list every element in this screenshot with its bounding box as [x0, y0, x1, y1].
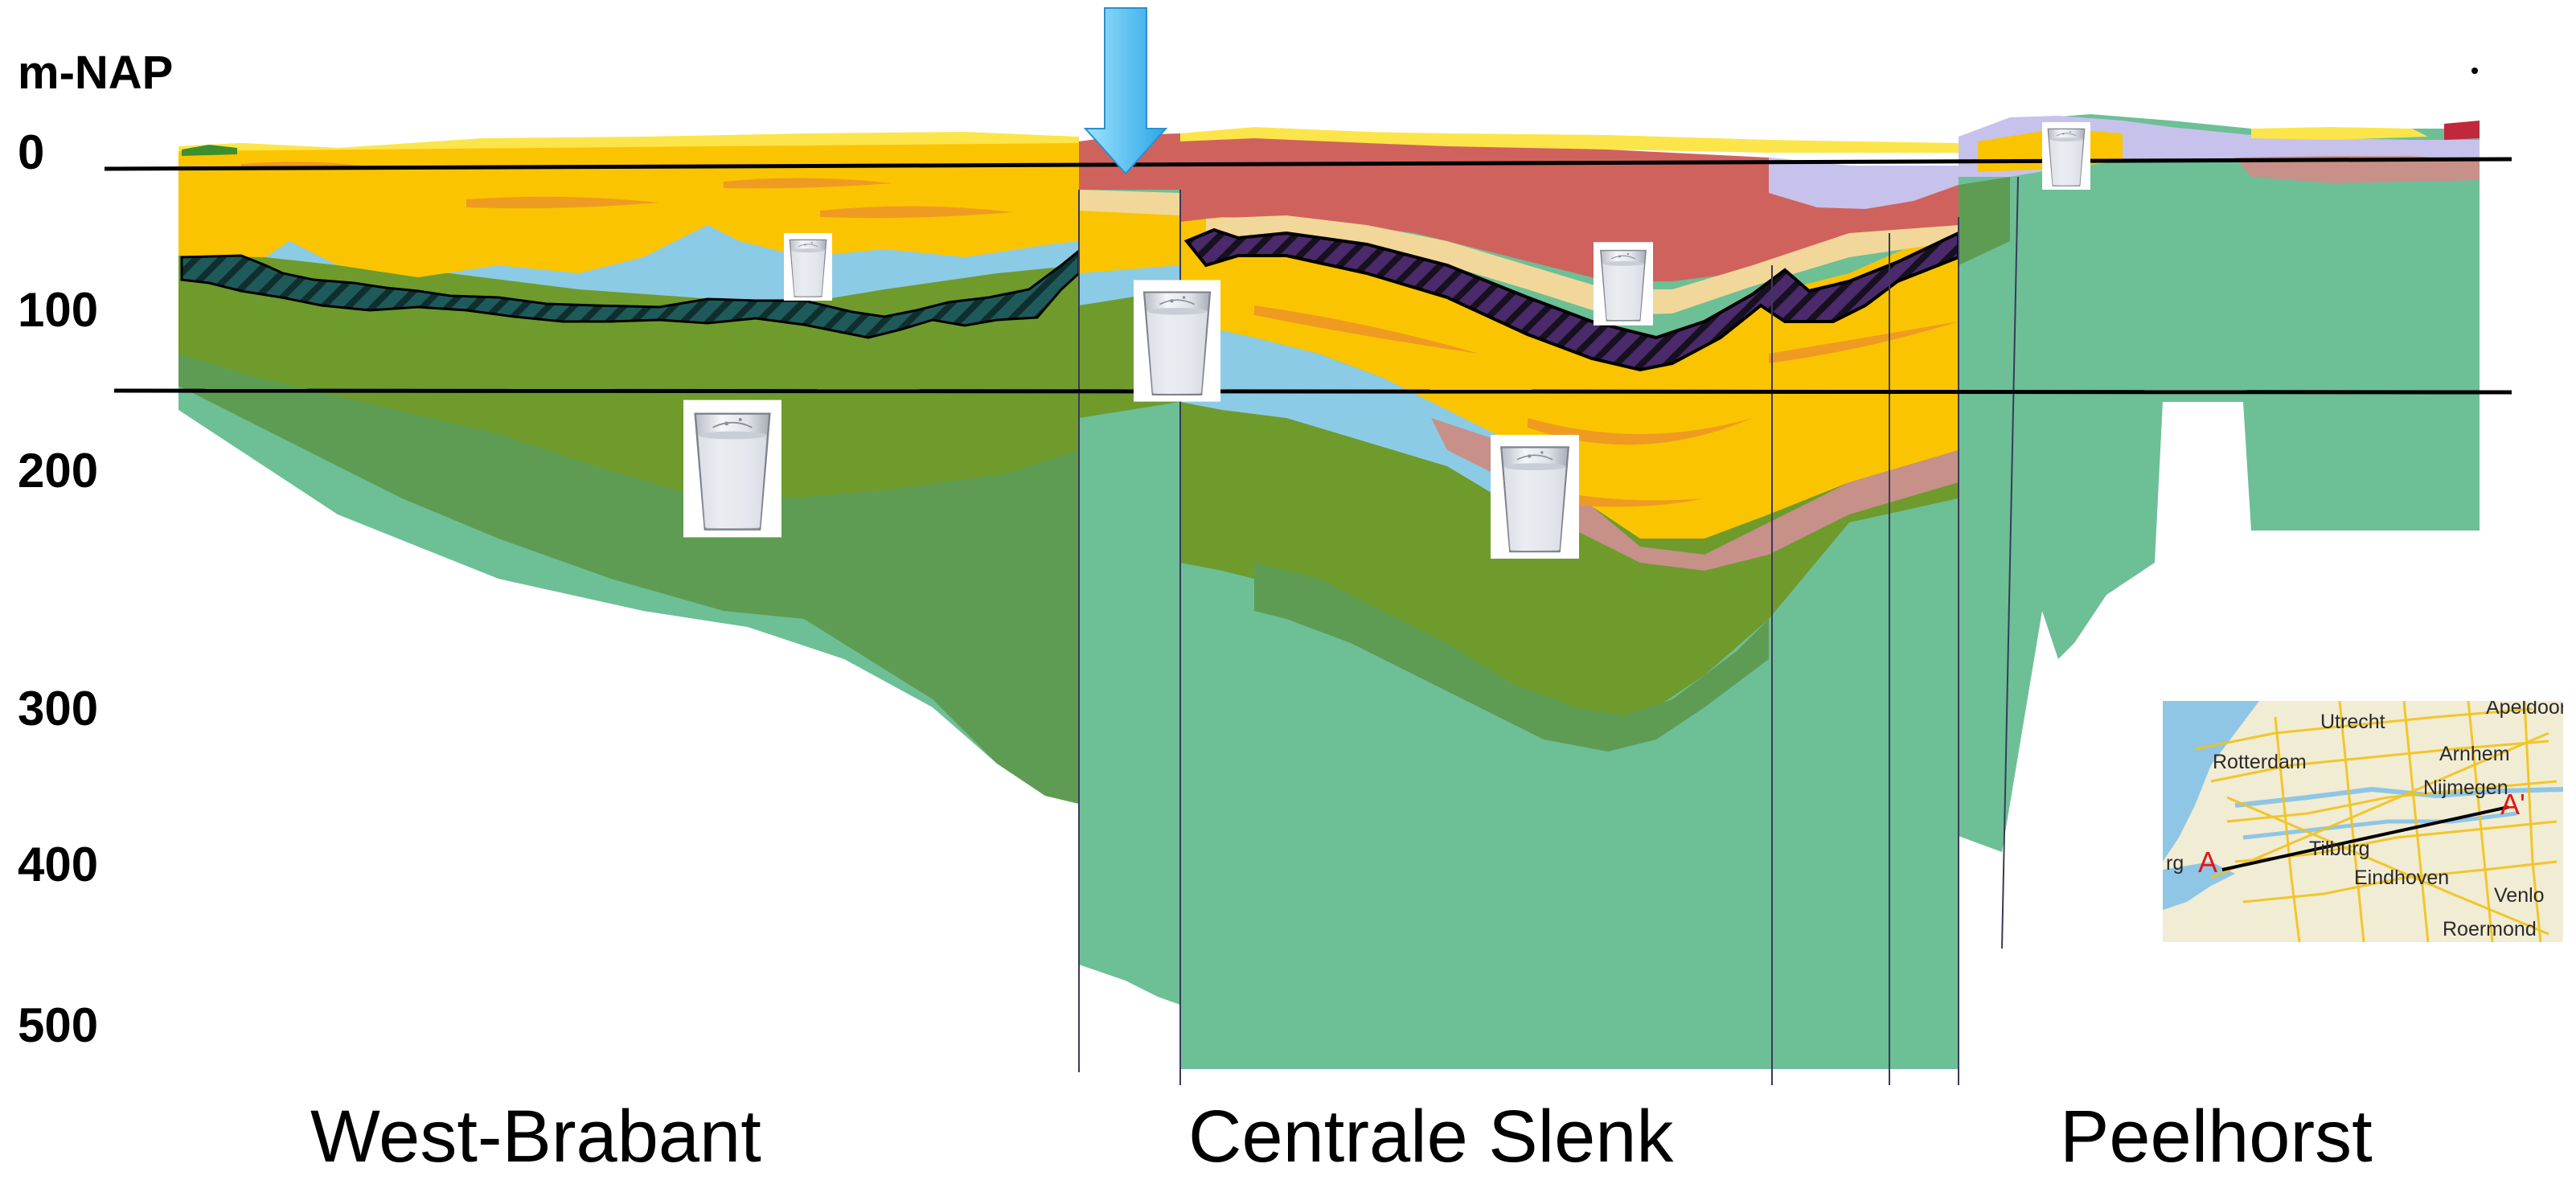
water-glass-icon	[784, 232, 832, 301]
orange-lens	[1769, 322, 1959, 363]
map-place-label: Venlo	[2494, 884, 2545, 907]
depth-unit-label: m-NAP	[18, 47, 174, 99]
lavender-clay-layer	[1769, 158, 1959, 209]
surface-green-patch	[182, 145, 237, 156]
region-label-west-brabant: West-Brabant	[310, 1096, 761, 1178]
dot-marker	[2471, 68, 2478, 74]
orange-lens	[466, 196, 659, 209]
map-place-label: Roermond	[2443, 918, 2537, 940]
depth-tick-500: 500	[18, 998, 99, 1052]
river	[2242, 811, 2517, 840]
surface-strip	[1180, 127, 1959, 153]
dark-green-band	[1254, 563, 1769, 752]
dark-green-band	[1959, 177, 2010, 265]
region-label-centrale-slenk: Centrale Slenk	[1188, 1096, 1674, 1178]
map-place-label: rg	[2166, 852, 2184, 875]
down-arrow-icon	[1083, 7, 1168, 175]
location-inset-map: Apeldoorn Utrecht Rotterdam Arnhem Nijme…	[2163, 701, 2563, 942]
surface-strip	[178, 132, 1079, 151]
water-glass-icon	[1134, 279, 1220, 403]
section-line	[2221, 805, 2509, 871]
fault-wedge-block	[1079, 133, 1180, 1005]
estuary	[2163, 862, 2235, 910]
orange-lens	[1528, 418, 1753, 445]
section-start-label: A	[2198, 846, 2218, 879]
map-place-label: Utrecht	[2320, 711, 2385, 733]
map-place-label: Apeldoorn	[2486, 701, 2563, 719]
pale-sand-layer	[1206, 215, 1959, 315]
water-glass-icon	[2042, 121, 2090, 191]
pale-sand-layer	[1079, 190, 1180, 215]
red-clay-layer	[1180, 132, 1959, 281]
orange-lens	[820, 206, 1013, 219]
deep-green-layer	[1959, 114, 2480, 852]
river	[2234, 786, 2563, 808]
depth-tick-300: 300	[18, 682, 99, 735]
sea-area	[2163, 701, 2259, 862]
west-brabant-block	[178, 132, 1081, 804]
map-place-label: Nijmegen	[2423, 776, 2508, 799]
depth-tick-100: 100	[18, 283, 99, 337]
map-place-label: Rotterdam	[2213, 751, 2307, 773]
water-glass-icon	[683, 399, 781, 539]
orange-lens	[1254, 305, 1479, 354]
yellow-aquifer	[1180, 209, 1959, 539]
pink-clay-layer	[2235, 156, 2480, 183]
yellow-aquifer	[178, 137, 1079, 277]
water-glass-icon	[1594, 241, 1653, 326]
depth-tick-200: 200	[18, 444, 99, 498]
map-place-label: Tilburg	[2309, 838, 2370, 860]
map-place-label: Eindhoven	[2354, 867, 2450, 889]
depth-tick-0: 0	[18, 125, 45, 179]
centrale-slenk-block	[1180, 127, 1960, 1069]
surface-strip	[2251, 127, 2428, 140]
reference-line-top	[104, 157, 2512, 171]
reference-line-bottom	[113, 388, 2512, 395]
orange-lens	[724, 178, 892, 189]
fault-line	[2001, 176, 2019, 949]
region-label-peelhorst: Peelhorst	[2060, 1096, 2373, 1178]
water-glass-icon	[1491, 433, 1579, 560]
surface-red-patch	[2444, 121, 2480, 140]
section-end-label: A'	[2500, 788, 2525, 821]
yellow-aquifer	[1079, 201, 1180, 273]
depth-tick-400: 400	[18, 838, 99, 891]
map-background	[2163, 701, 2563, 942]
map-place-label: Arnhem	[2439, 743, 2510, 765]
